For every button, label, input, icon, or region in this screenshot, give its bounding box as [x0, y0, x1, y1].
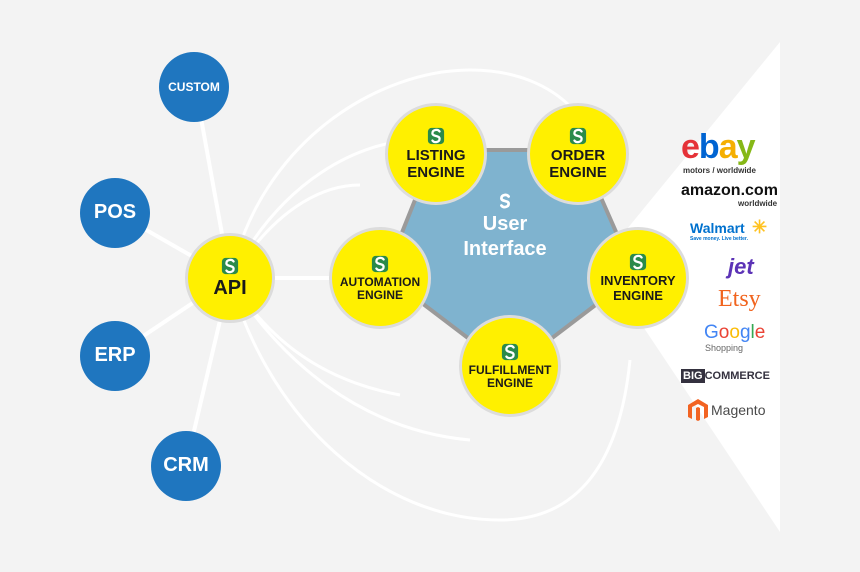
order-engine-line1: ORDER — [550, 147, 606, 165]
sellbrite-s-icon — [427, 128, 445, 145]
custom-node[interactable]: CUSTOM — [159, 52, 229, 122]
walmart-spark-icon: ✳ — [752, 217, 768, 237]
sellbrite-s-icon — [629, 254, 647, 271]
listing-engine-node[interactable]: LISTING ENGINE — [385, 103, 487, 205]
magento-icon — [688, 399, 708, 421]
user-interface-label: User Interface — [445, 192, 565, 262]
walmart-logo: Walmart — [690, 220, 745, 236]
sellbrite-s-icon — [501, 343, 519, 360]
etsy-logo[interactable]: Etsy — [718, 286, 761, 312]
api-node[interactable]: API — [185, 233, 275, 323]
sellbrite-s-icon — [221, 257, 239, 274]
crm-label: CRM — [163, 454, 209, 477]
google-subtitle: Shopping — [705, 343, 744, 353]
fulfillment-engine-node[interactable]: FULFILLMENT ENGINE — [459, 315, 561, 417]
pos-node[interactable]: POS — [80, 178, 150, 248]
amazon-subtitle: worldwide — [738, 199, 778, 208]
jet-logo[interactable]: jet — [728, 254, 754, 279]
bigcommerce-big: BIG — [681, 369, 705, 383]
automation-engine-line2: ENGINE — [356, 287, 403, 302]
user-interface-line2: Interface — [463, 238, 547, 260]
sellbrite-s-icon — [371, 255, 389, 272]
ebay-subtitle: motors / worldwide — [683, 166, 756, 175]
magento-logo: Magento — [711, 402, 766, 418]
sellbrite-s-icon — [500, 193, 510, 209]
walmart-subtitle: Save money. Live better. — [690, 236, 748, 242]
fulfillment-engine-line1: FULFILLMENT — [468, 362, 552, 377]
bigcommerce-commerce: COMMERCE — [704, 370, 770, 382]
listing-engine-line2: ENGINE — [407, 163, 465, 181]
automation-engine-line1: AUTOMATION — [339, 274, 421, 289]
inventory-engine-node[interactable]: INVENTORY ENGINE — [587, 227, 689, 329]
listing-engine-line1: LISTING — [406, 147, 466, 165]
crm-node[interactable]: CRM — [151, 431, 221, 501]
erp-node[interactable]: ERP — [80, 321, 150, 391]
custom-label: CUSTOM — [168, 79, 220, 94]
fulfillment-engine-line2: ENGINE — [486, 375, 533, 390]
api-label: API — [213, 276, 247, 299]
order-engine-node[interactable]: ORDER ENGINE — [527, 103, 629, 205]
order-engine-line2: ENGINE — [549, 163, 607, 181]
inventory-engine-line1: INVENTORY — [600, 273, 676, 289]
ebay-logo: ebay — [681, 128, 756, 166]
pos-label: POS — [93, 201, 137, 224]
sellbrite-s-icon — [569, 128, 587, 145]
amazon-logo: amazon.com — [681, 182, 778, 199]
erp-label: ERP — [94, 344, 136, 367]
google-logo: Google — [704, 322, 766, 343]
automation-engine-node[interactable]: AUTOMATION ENGINE — [329, 227, 431, 329]
inventory-engine-line2: ENGINE — [613, 287, 663, 303]
user-interface-line1: User — [482, 213, 528, 235]
marketplace-fan — [600, 42, 780, 532]
